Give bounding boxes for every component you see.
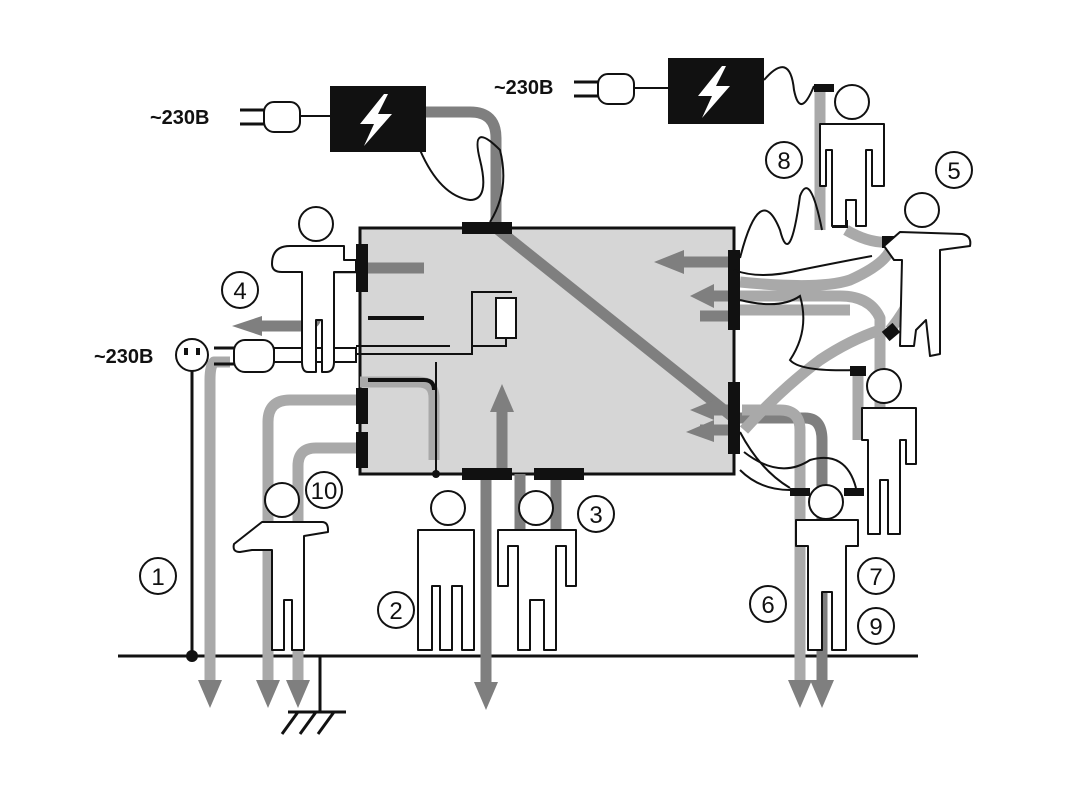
person-icon — [271, 206, 357, 373]
svg-text:4: 4 — [233, 278, 246, 305]
svg-text:8: 8 — [777, 148, 790, 175]
svg-text:9: 9 — [869, 614, 882, 641]
svg-text:7: 7 — [869, 564, 882, 591]
ground-symbol-icon — [280, 656, 346, 735]
svg-text:1: 1 — [151, 564, 164, 591]
external-wiring — [733, 255, 873, 491]
supply-label-outlet: ~230В — [94, 346, 154, 368]
marker-1: 1 — [139, 557, 177, 595]
svg-text:6: 6 — [761, 592, 774, 619]
marker-5: 5 — [935, 151, 973, 189]
marker-3: 3 — [577, 495, 615, 533]
svg-text:5: 5 — [947, 158, 960, 185]
lightning-bolt-icon — [698, 66, 730, 118]
marker-9: 9 — [857, 607, 895, 645]
plug-icon — [574, 73, 635, 105]
supply-label-top: ~230В — [494, 77, 554, 99]
person-icon — [497, 490, 577, 651]
marker-8: 8 — [765, 141, 803, 179]
marker-2: 2 — [377, 591, 415, 629]
internal-wiring — [356, 291, 517, 478]
lightning-bolt-icon — [360, 94, 392, 146]
svg-text:2: 2 — [389, 598, 402, 625]
person-icon — [861, 368, 917, 535]
person-icon — [819, 84, 885, 227]
power-adapter-left: ~230В — [150, 86, 505, 223]
marker-7: 7 — [857, 557, 895, 595]
marker-10: 10 — [305, 471, 343, 509]
marker-4: 4 — [221, 271, 259, 309]
person-icon — [883, 192, 972, 357]
power-adapter-top: ~230В — [494, 58, 823, 259]
plug-icon — [240, 101, 301, 133]
marker-6: 6 — [749, 585, 787, 623]
person-icon — [417, 490, 475, 651]
resistor-icon — [495, 297, 517, 339]
svg-text:3: 3 — [589, 502, 602, 529]
person-icon — [232, 482, 329, 651]
current-arrowheads — [198, 250, 834, 710]
person-icon — [795, 484, 859, 651]
supply-label-left: ~230В — [150, 107, 210, 129]
outlet-icon — [175, 338, 209, 372]
svg-text:10: 10 — [311, 478, 338, 505]
